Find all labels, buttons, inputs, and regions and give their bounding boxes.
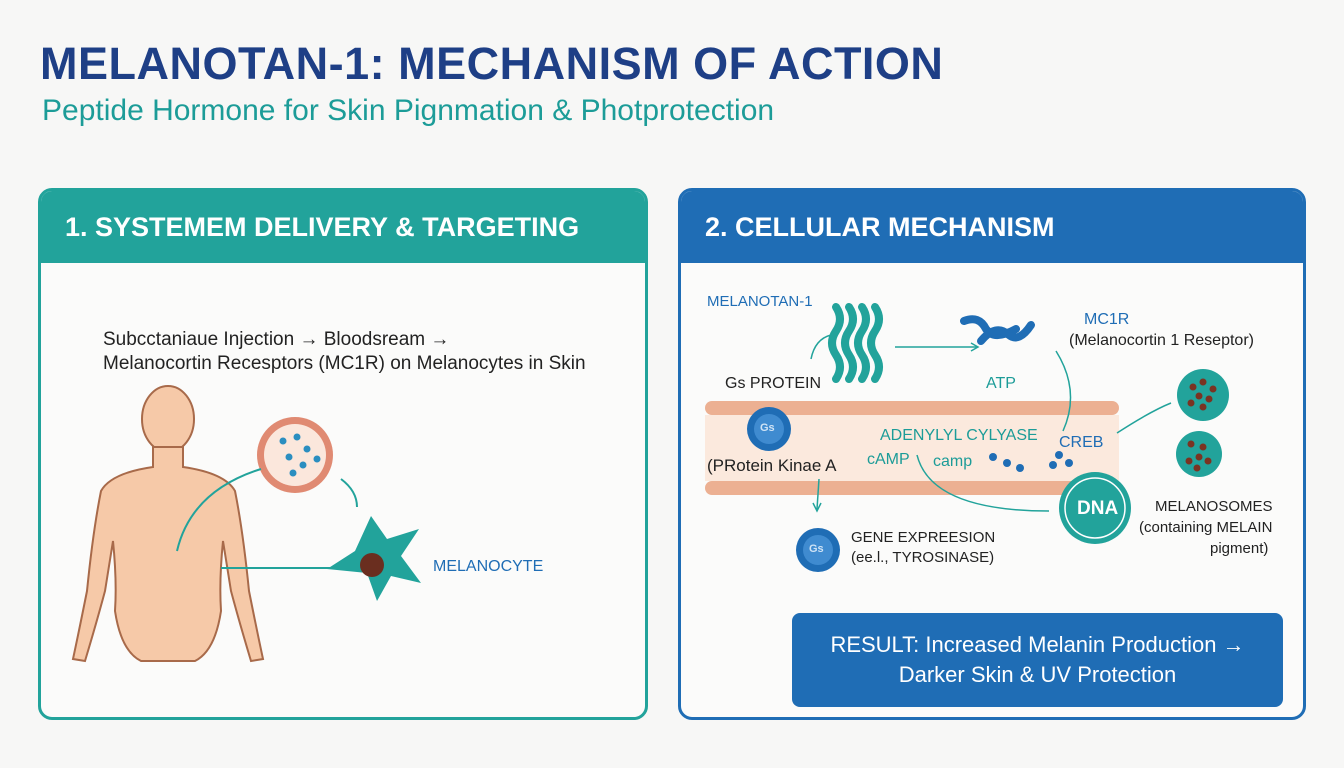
gs-circle-icon bbox=[747, 407, 791, 451]
blood-vessel-circle bbox=[257, 417, 333, 493]
melanocyte-cell bbox=[327, 516, 421, 601]
melanosomes-label: MELANOSOMES bbox=[1155, 498, 1273, 515]
melanotan-peptide-icon bbox=[828, 303, 883, 383]
dna-label: DNA bbox=[1077, 498, 1119, 519]
mc1r-full-label: (Melanocortin 1 Reseptor) bbox=[1069, 332, 1254, 349]
mc1r-label: MC1R bbox=[1084, 311, 1130, 328]
melanosomes-desc-2: pigment) bbox=[1210, 540, 1269, 557]
pka-label: (PRotein Kinae A bbox=[707, 456, 837, 475]
melanosome-icon bbox=[1177, 369, 1229, 421]
gene-expression-example: (ee.l., TYROSINASE) bbox=[851, 549, 995, 566]
delivery-text-line1: Subcctaniaue Injection → Bloodsream → bbox=[103, 329, 450, 350]
result-box: RESULT: Increased Melanin Production → D… bbox=[792, 613, 1283, 707]
gs-label: Gs bbox=[760, 422, 775, 434]
body-illustration bbox=[71, 385, 421, 663]
cellular-panel-title: 2. CELLULAR MECHANISM bbox=[681, 191, 1303, 263]
dna-circle-icon bbox=[1059, 472, 1131, 544]
creb-label: CREB bbox=[1059, 434, 1104, 451]
camp-label-2: camp bbox=[933, 453, 973, 470]
adenylyl-cyclase-label: ADENYLYL CYLYASE bbox=[880, 427, 1038, 444]
page-subtitle: Peptide Hormone for Skin Pignmation & Ph… bbox=[42, 94, 775, 127]
delivery-text-line2: Melanocortin Recesptors (MC1R) on Melano… bbox=[103, 353, 586, 374]
gs-circle-icon-2 bbox=[796, 528, 840, 572]
result-line1: RESULT: Increased Melanin Production → bbox=[830, 632, 1245, 657]
delivery-panel: 1. SYSTEMEM DELIVERY & TARGETING Subccta… bbox=[38, 188, 648, 720]
gs-protein-label: Gs PROTEIN bbox=[725, 375, 822, 392]
cell-diagram bbox=[705, 303, 1229, 572]
result-line2: Darker Skin & UV Protection bbox=[898, 662, 1177, 687]
gs-label-2: Gs bbox=[809, 543, 824, 555]
mc1r-receptor-icon bbox=[960, 315, 1035, 345]
melanocyte-label: MELANOCYTE bbox=[433, 558, 544, 575]
melanosomes-desc: (containing MELAIN bbox=[1139, 519, 1273, 536]
delivery-panel-title: 1. SYSTEMEM DELIVERY & TARGETING bbox=[41, 191, 645, 263]
page-title: MELANOTAN-1: MECHANISM OF ACTION bbox=[40, 38, 944, 89]
camp-label: cAMP bbox=[867, 451, 910, 468]
melanotan-label: MELANOTAN-1 bbox=[707, 293, 813, 310]
atp-label: ATP bbox=[986, 375, 1016, 392]
gene-expression-label: GENE EXPREESION bbox=[851, 529, 996, 546]
melanosome-icon-2 bbox=[1176, 431, 1222, 477]
